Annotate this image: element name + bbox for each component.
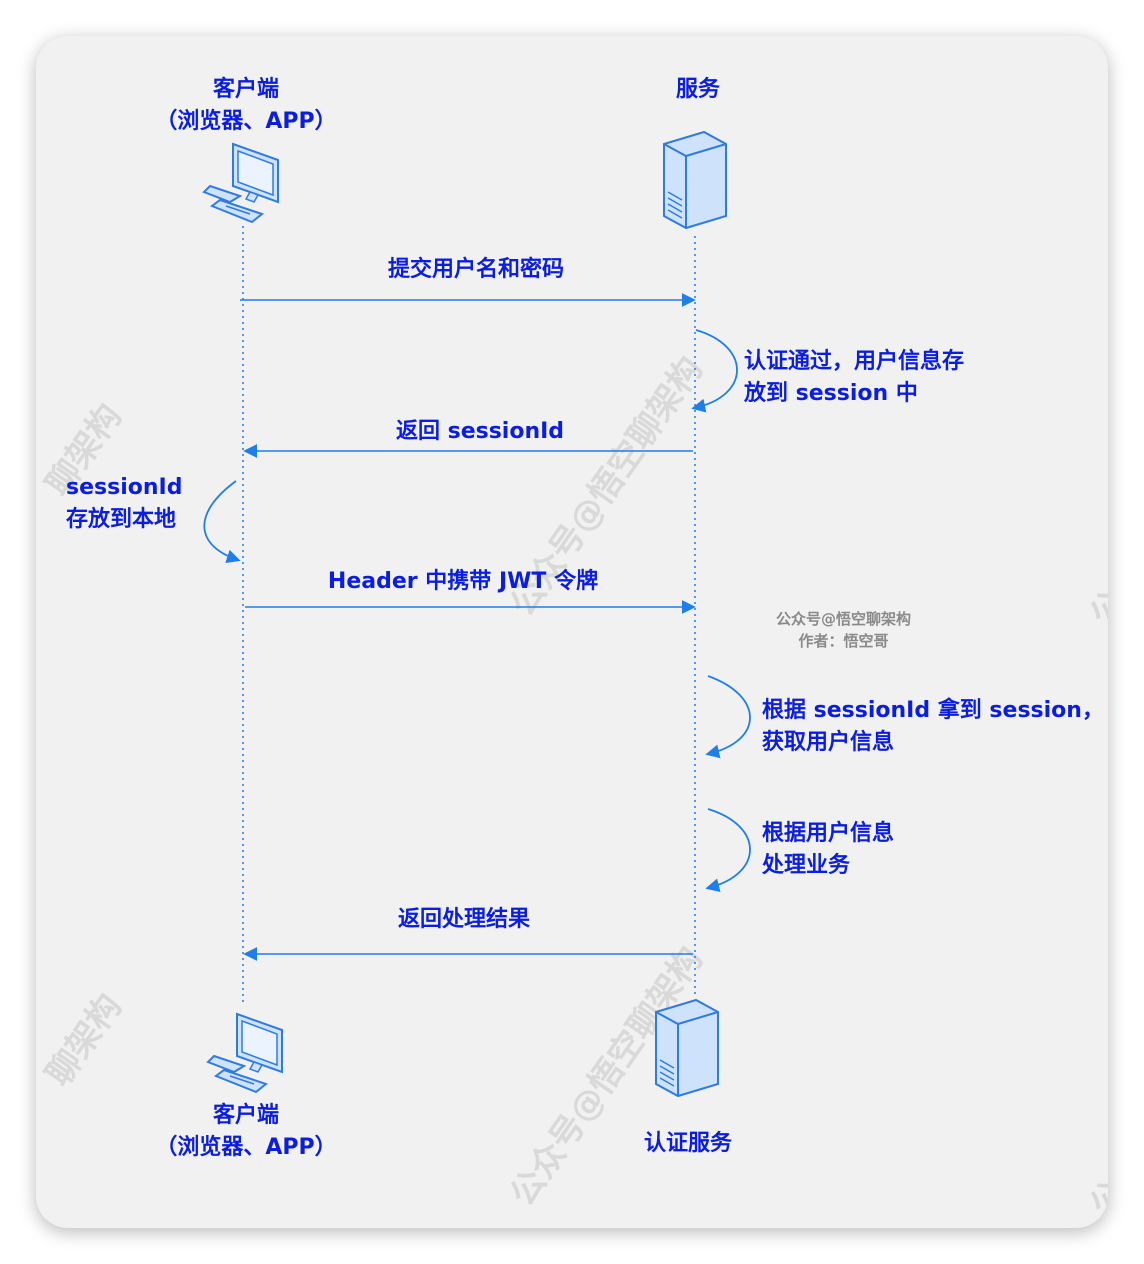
note-store-local: sessionId 存放到本地: [66, 475, 183, 532]
author-note: 公众号@悟空聊架构 作者：悟空哥: [776, 610, 912, 650]
note-get-session: 根据 sessionId 拿到 session， 获取用户信息: [762, 698, 1104, 755]
self-arrow-store-local: [203, 480, 241, 564]
diagram-card: 公众号@悟空聊架构 公众号@悟空聊架构 聊架构 聊架构 公众 公众: [36, 36, 1108, 1228]
self-arrow-process: [705, 808, 751, 893]
message-return-result: 返回处理结果: [397, 907, 531, 932]
self-arrow-get-session: [705, 675, 751, 759]
computer-icon: [202, 142, 279, 224]
message-return-sessionid: 返回 sessionId: [395, 419, 565, 444]
server-icon: [663, 130, 727, 230]
message-submit-credentials: 提交用户名和密码: [387, 257, 565, 282]
note-store-session: 认证通过，用户信息存 放到 session 中: [744, 349, 965, 406]
server-icon: [655, 998, 719, 1098]
sequence-diagram-graphics: [202, 130, 751, 1098]
computer-icon: [206, 1012, 283, 1094]
client-bottom-label: 客户端 （浏览器、APP）: [155, 1103, 337, 1160]
self-arrow-store-session: [691, 329, 738, 413]
message-header-jwt: Header 中携带 JWT 令牌: [327, 569, 599, 594]
server-top-label: 服务: [675, 77, 721, 102]
client-top-label: 客户端 （浏览器、APP）: [155, 77, 337, 134]
server-bottom-label: 认证服务: [643, 1131, 733, 1156]
note-process: 根据用户信息 处理业务: [762, 821, 895, 878]
